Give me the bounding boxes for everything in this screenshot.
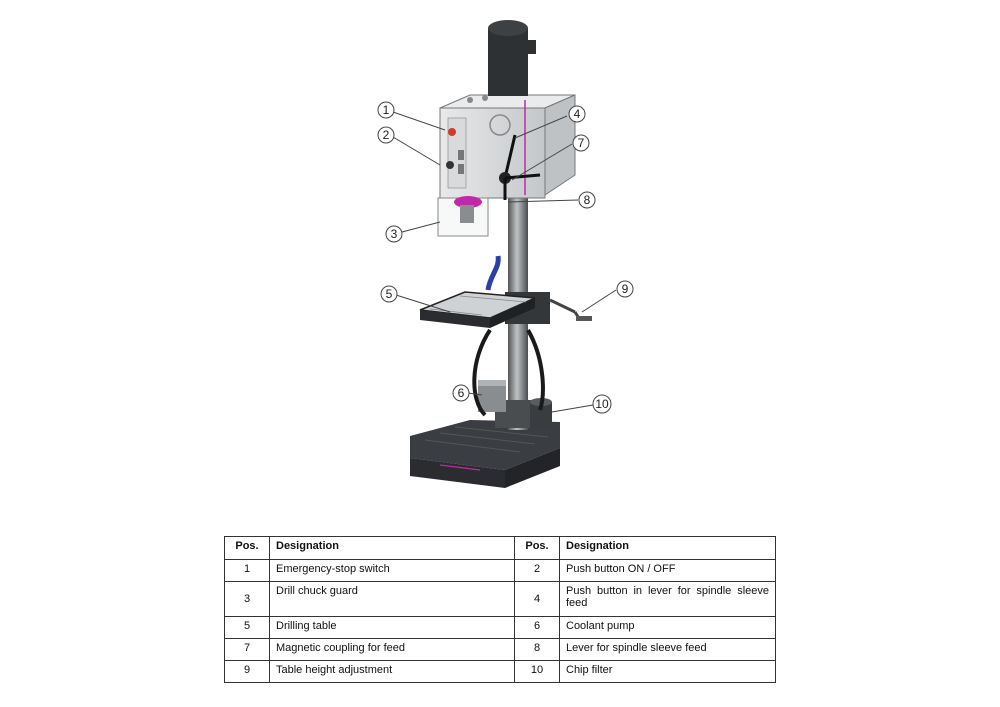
callout-label: 7 bbox=[578, 136, 585, 150]
callout-label: 1 bbox=[383, 103, 390, 117]
table-row: 7 Magnetic coupling for feed 8 Lever for… bbox=[224, 638, 776, 661]
cell-pos: 5 bbox=[224, 616, 270, 639]
header-designation-2: Designation bbox=[559, 536, 776, 560]
coolant-nozzle bbox=[485, 255, 501, 291]
coolant-hose-2 bbox=[526, 329, 545, 411]
callout-10: 10 bbox=[592, 394, 612, 414]
callout-label: 8 bbox=[584, 193, 591, 207]
cell-designation: Drill chuck guard bbox=[269, 581, 515, 617]
callout-label: 9 bbox=[622, 282, 629, 296]
callout-8: 8 bbox=[578, 191, 596, 209]
drill-head bbox=[439, 94, 576, 199]
callout-9: 9 bbox=[616, 280, 634, 298]
cell-pos: 10 bbox=[514, 660, 560, 683]
cell-designation: Coolant pump bbox=[559, 616, 776, 639]
callout-5: 5 bbox=[380, 285, 398, 303]
coolant-hose bbox=[472, 328, 492, 417]
callout-3: 3 bbox=[385, 225, 403, 243]
header-pos-1: Pos. bbox=[224, 536, 270, 560]
callout-7: 7 bbox=[572, 134, 590, 152]
chuck-guard bbox=[437, 196, 489, 237]
table-header-row: Pos. Designation Pos. Designation bbox=[224, 536, 776, 560]
callout-label: 3 bbox=[391, 227, 398, 241]
cell-designation: Table height adjustment bbox=[269, 660, 515, 683]
motor bbox=[488, 20, 536, 96]
table-row: 1 Emergency-stop switch 2 Push button ON… bbox=[224, 559, 776, 582]
cell-designation: Push button ON / OFF bbox=[559, 559, 776, 582]
coolant-pump bbox=[478, 380, 506, 412]
callout-label: 6 bbox=[458, 386, 465, 400]
cell-designation: Push button in lever for spindle sleeve … bbox=[559, 581, 776, 617]
spindle-feed-lever bbox=[499, 134, 541, 200]
cell-pos: 3 bbox=[224, 581, 270, 617]
callout-label: 5 bbox=[386, 287, 393, 301]
callout-label: 10 bbox=[595, 397, 609, 411]
table-row: 3 Drill chuck guard 4 Push button in lev… bbox=[224, 581, 776, 617]
cell-designation: Magnetic coupling for feed bbox=[269, 638, 515, 661]
callout-4: 4 bbox=[568, 105, 586, 123]
chip-filter bbox=[530, 398, 552, 428]
cell-pos: 1 bbox=[224, 559, 270, 582]
cell-pos: 8 bbox=[514, 638, 560, 661]
header-designation-1: Designation bbox=[269, 536, 515, 560]
callout-leaders bbox=[392, 111, 617, 413]
callout-1: 1 bbox=[377, 101, 395, 119]
table-height-crank bbox=[549, 298, 592, 321]
cell-designation: Lever for spindle sleeve feed bbox=[559, 638, 776, 661]
cell-pos: 2 bbox=[514, 559, 560, 582]
callout-label: 4 bbox=[574, 107, 581, 121]
cell-pos: 7 bbox=[224, 638, 270, 661]
cell-designation: Chip filter bbox=[559, 660, 776, 683]
drill-press-diagram: 1 2 3 4 5 6 7 8 9 10 bbox=[377, 20, 634, 488]
table-row: 5 Drilling table 6 Coolant pump bbox=[224, 616, 776, 639]
callout-label: 2 bbox=[383, 128, 390, 142]
callout-6: 6 bbox=[452, 384, 470, 402]
header-pos-2: Pos. bbox=[514, 536, 560, 560]
parts-designation-table: Pos. Designation Pos. Designation 1 Emer… bbox=[224, 536, 776, 683]
cell-pos: 6 bbox=[514, 616, 560, 639]
cell-designation: Drilling table bbox=[269, 616, 515, 639]
cell-pos: 9 bbox=[224, 660, 270, 683]
cell-pos: 4 bbox=[514, 581, 560, 617]
table-row: 9 Table height adjustment 10 Chip filter bbox=[224, 660, 776, 683]
callout-2: 2 bbox=[377, 126, 395, 144]
cell-designation: Emergency-stop switch bbox=[269, 559, 515, 582]
machine-base bbox=[410, 420, 560, 488]
